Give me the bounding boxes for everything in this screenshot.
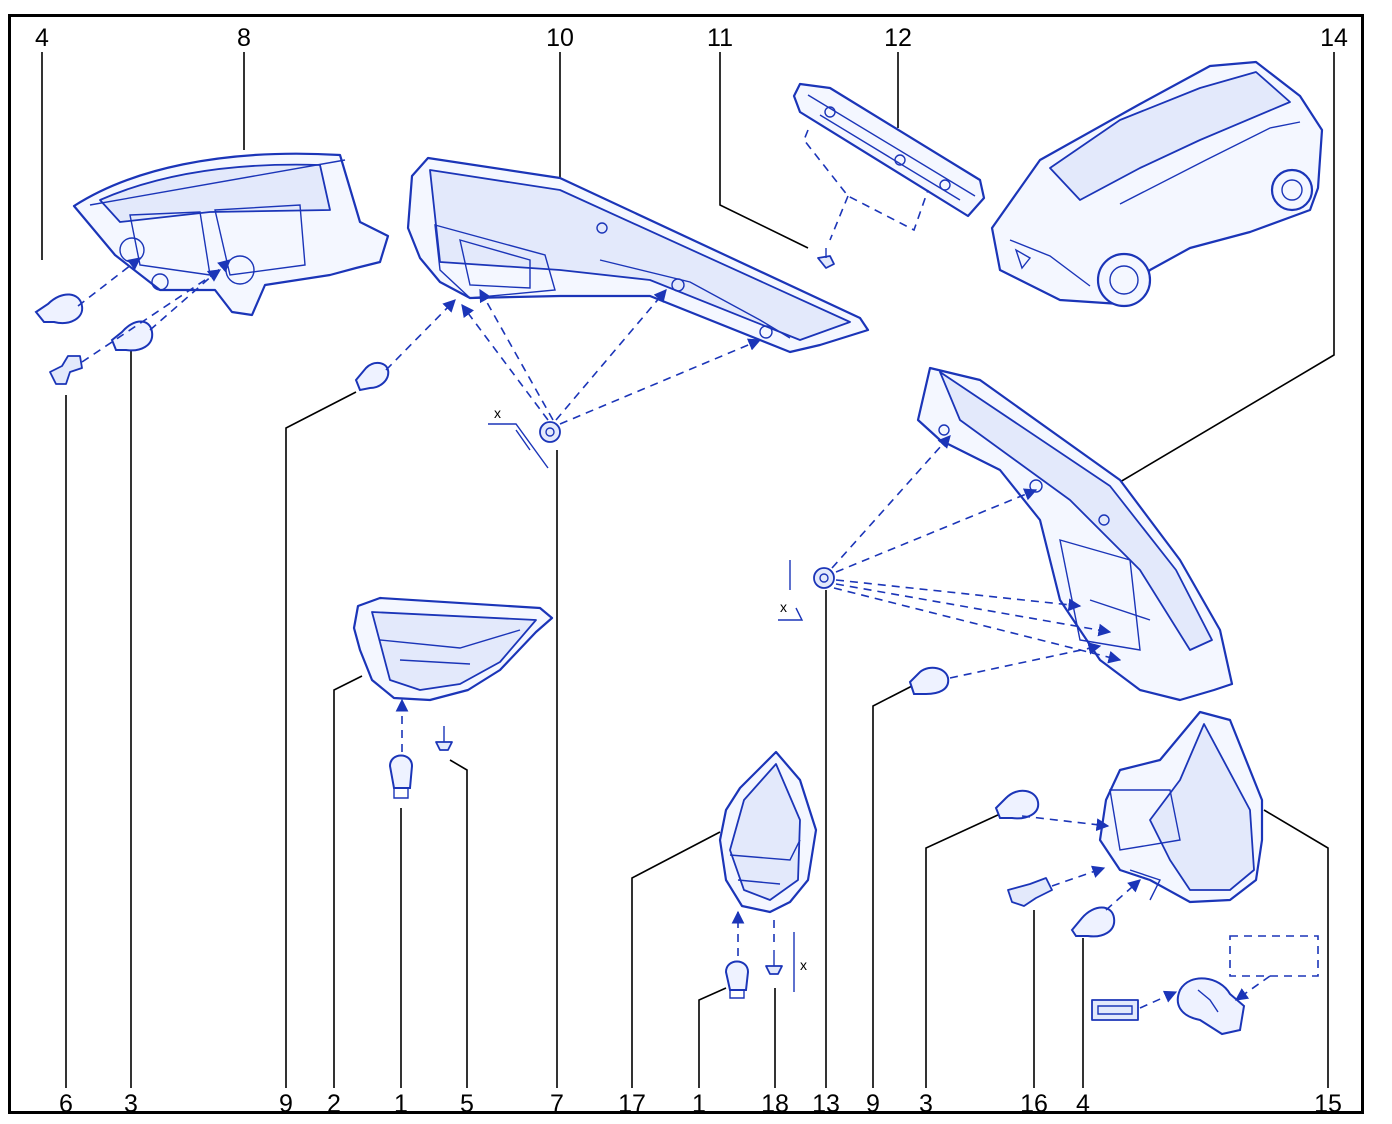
bulb-icon bbox=[34, 293, 84, 324]
bulb-icon bbox=[994, 789, 1040, 820]
clip-icon bbox=[813, 567, 835, 589]
callout-bottom-13: 13 bbox=[812, 1090, 840, 1118]
callout-top-8: 8 bbox=[237, 24, 251, 52]
callout-bottom-3: 3 bbox=[124, 1090, 138, 1118]
callout-top-11: 11 bbox=[707, 24, 733, 52]
bulb-detail-inset bbox=[1091, 935, 1319, 1036]
clip-icon bbox=[1007, 877, 1053, 907]
callout-bottom-4: 4 bbox=[1076, 1090, 1090, 1118]
bulb-icon bbox=[110, 320, 154, 352]
callout-bottom-7: 7 bbox=[550, 1090, 564, 1118]
bulb-icon bbox=[908, 666, 950, 695]
dimension-x-label: x bbox=[494, 405, 501, 421]
callout-bottom-17: 17 bbox=[618, 1090, 646, 1118]
car-icon bbox=[990, 60, 1324, 308]
callout-bottom-9b: 9 bbox=[866, 1090, 880, 1118]
callout-bottom-15: 15 bbox=[1314, 1090, 1342, 1118]
leader-lines bbox=[41, 52, 1335, 1088]
callout-bottom-1b: 1 bbox=[692, 1090, 706, 1118]
callout-bottom-6: 6 bbox=[59, 1090, 73, 1118]
dimension-x-label: x bbox=[800, 957, 807, 973]
bulb-icon bbox=[1070, 906, 1116, 938]
callout-bottom-9: 9 bbox=[279, 1090, 293, 1118]
diagram-frame bbox=[8, 14, 1364, 1114]
tail-lamp-part-14 bbox=[916, 366, 1234, 702]
callout-bottom-16: 16 bbox=[1020, 1090, 1048, 1118]
tail-lamp-part-10 bbox=[406, 156, 870, 354]
tail-lamp-part-15 bbox=[1098, 710, 1264, 904]
bulb-icon bbox=[724, 960, 750, 999]
callout-bottom-1: 1 bbox=[394, 1090, 408, 1118]
clip-icon bbox=[539, 421, 561, 443]
callout-bottom-18: 18 bbox=[761, 1090, 789, 1118]
indicator-part-17 bbox=[718, 750, 818, 914]
indicator-part-2 bbox=[352, 596, 554, 702]
callout-bottom-5: 5 bbox=[460, 1090, 474, 1118]
callout-top-12: 12 bbox=[884, 24, 912, 52]
screw-icon bbox=[765, 950, 783, 975]
callout-bottom-3b: 3 bbox=[919, 1090, 933, 1118]
brake-light-part-12 bbox=[792, 82, 986, 218]
bulb-icon bbox=[354, 362, 390, 392]
screw-icon bbox=[817, 248, 835, 269]
bulb-icon bbox=[388, 754, 414, 799]
bottom-callouts: 6 3 9 2 1 5 7 17 1 18 13 9 3 16 4 15 bbox=[59, 1090, 1342, 1118]
callout-bottom-2: 2 bbox=[327, 1090, 341, 1118]
top-callouts: 4 8 10 11 12 14 bbox=[35, 24, 1348, 52]
tail-lamp-part-8 bbox=[72, 152, 390, 317]
callout-top-10: 10 bbox=[546, 24, 574, 52]
screw-icon bbox=[435, 726, 453, 751]
callout-top-4: 4 bbox=[35, 24, 49, 52]
dimension-x-label: x bbox=[780, 599, 787, 615]
clip-icon bbox=[49, 355, 83, 385]
callout-top-14: 14 bbox=[1320, 24, 1348, 52]
